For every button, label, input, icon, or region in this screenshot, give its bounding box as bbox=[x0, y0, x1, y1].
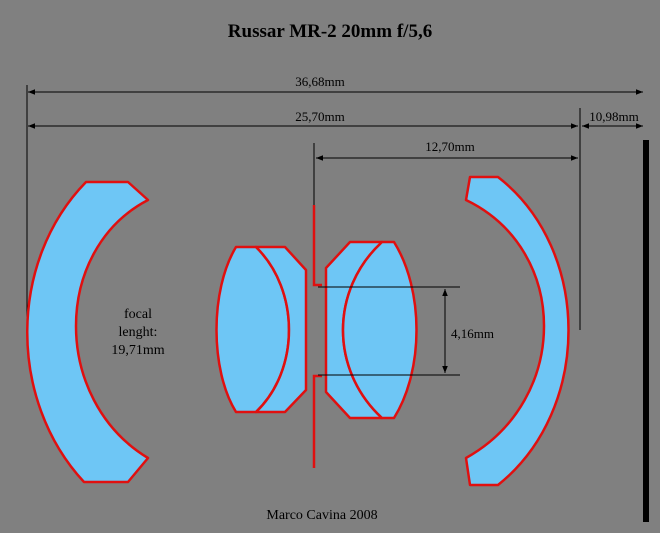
lens-length-label: 25,70mm bbox=[295, 109, 344, 124]
dim-aperture-height: 4,16mm bbox=[318, 286, 494, 376]
focal-label-line1: focal bbox=[124, 307, 152, 322]
credit-text: Marco Cavina 2008 bbox=[266, 508, 377, 523]
dim-back-focus: 10,98mm bbox=[579, 108, 643, 330]
aperture-blade-bottom bbox=[312, 374, 322, 468]
focal-length-note: focal lenght: 19,71mm bbox=[111, 307, 164, 358]
rear-doublet-cement bbox=[342, 241, 383, 419]
aperture-height-label: 4,16mm bbox=[451, 326, 494, 341]
focal-label-line3: 19,71mm bbox=[111, 343, 164, 358]
focal-label-line2: lenght: bbox=[119, 325, 158, 340]
front-doublet bbox=[215, 245, 308, 414]
back-focus-label: 10,98mm bbox=[589, 109, 638, 124]
dim-lens-length: 25,70mm bbox=[28, 109, 578, 129]
dim-total-length: 36,68mm bbox=[26, 74, 643, 325]
front-doublet-cement bbox=[255, 246, 290, 413]
stop-to-rear-label: 12,70mm bbox=[425, 139, 474, 154]
rear-meniscus-element bbox=[464, 175, 570, 487]
front-meniscus-element bbox=[26, 180, 150, 484]
diagram-title: Russar MR-2 20mm f/5,6 bbox=[228, 21, 432, 42]
total-length-label: 36,68mm bbox=[295, 74, 344, 89]
aperture-blade-top bbox=[312, 205, 322, 287]
aperture-stop bbox=[312, 205, 322, 468]
rear-doublet bbox=[324, 240, 418, 420]
film-plane bbox=[643, 140, 649, 522]
dim-stop-to-rear: 12,70mm bbox=[313, 139, 578, 205]
